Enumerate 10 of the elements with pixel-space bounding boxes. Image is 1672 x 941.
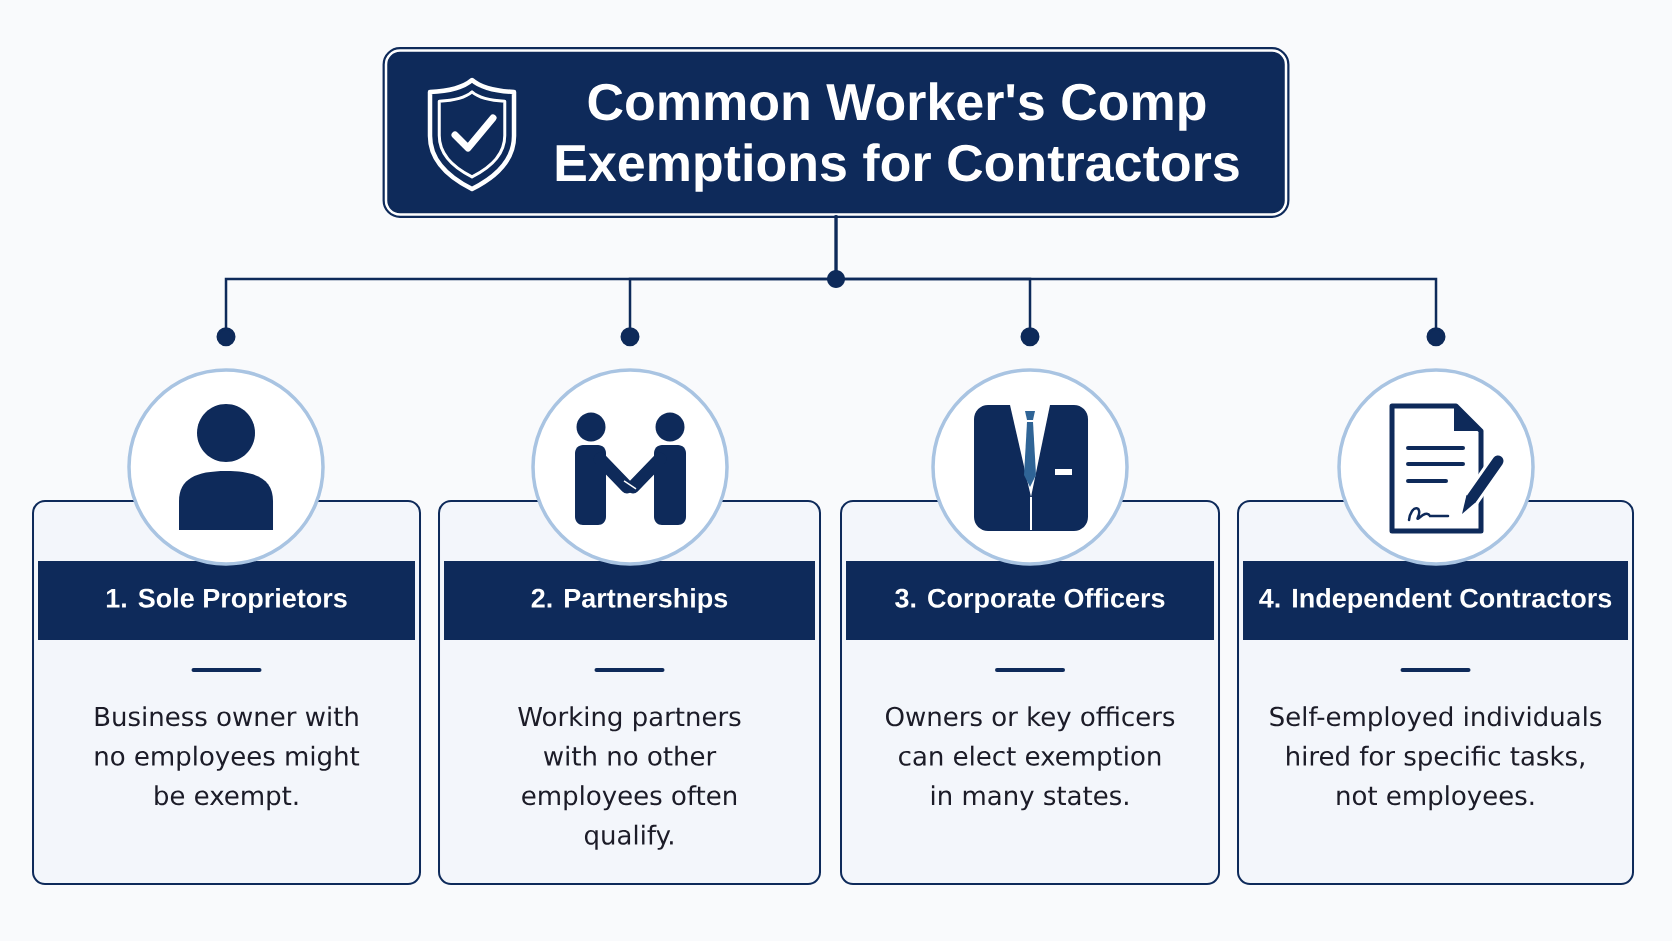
connector xyxy=(834,215,1446,347)
description: Business owner with no employees might be exempt. xyxy=(95,706,360,811)
header-band: 3. Corporate Officers xyxy=(846,561,1214,640)
description: Self-employed individuals hired for specific tasks, not employees. xyxy=(1270,706,1602,811)
header-band: 1. Sole Proprietors xyxy=(38,561,415,640)
header-band: 4. Independent Contractors xyxy=(1243,561,1628,640)
description: Owners or key officers can elect exemption in many states. xyxy=(886,706,1175,811)
description: Working partners with no other employees often qualify. xyxy=(518,706,741,850)
header-band: 2. Partnerships xyxy=(444,561,815,640)
title: Common Worker's Comp Exemptions for Contractors xyxy=(556,82,1239,192)
